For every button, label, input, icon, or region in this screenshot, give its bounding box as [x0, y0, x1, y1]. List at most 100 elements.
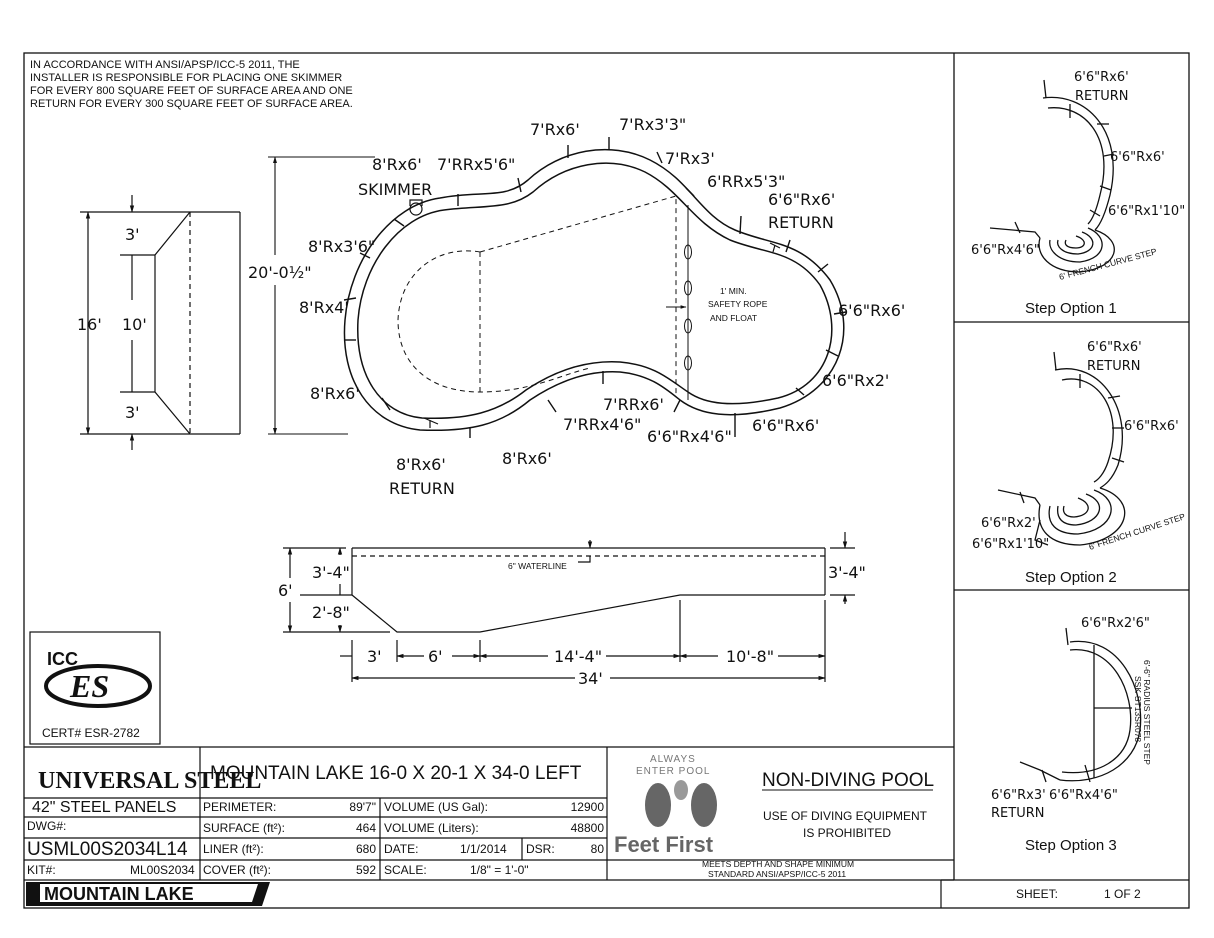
- panel-label: 7'RRx6': [603, 395, 664, 414]
- step3-label: RETURN: [991, 806, 1044, 821]
- end-depth-bottom: 3': [125, 403, 140, 422]
- panel-label: 7'Rx3'3": [619, 115, 686, 134]
- end-depth-total: 16': [77, 315, 102, 334]
- step1-label: RETURN: [1075, 89, 1128, 104]
- step1-label: 6'6"Rx6': [1074, 70, 1129, 85]
- return-fittings: [423, 242, 781, 428]
- step1-curve-label: 6' FRENCH CURVE STEP: [1058, 246, 1158, 282]
- panel-label: 8'Rx3'6": [308, 237, 375, 256]
- overall-width-dimension: [268, 156, 375, 435]
- length-dim: 14'-4": [554, 647, 602, 666]
- brand-logo: UNIVERSAL STEEL: [38, 768, 261, 794]
- cert-number: CERT# ESR-2782: [42, 726, 140, 740]
- standard-note: MEETS DEPTH AND SHAPE MINIMUM: [702, 859, 854, 869]
- sheet-border: [23, 52, 1190, 909]
- end-depth-middle: 10': [122, 315, 147, 334]
- deep-right-dim: 3'-4": [828, 563, 866, 582]
- surface-value: 464: [356, 821, 376, 835]
- panel-label: 8'Rx4': [299, 298, 349, 317]
- vol-l-value: 48800: [571, 821, 605, 835]
- step2-label: 6'6"Rx1'10": [972, 537, 1049, 552]
- end-view: [80, 195, 241, 450]
- sheet-label: SHEET:: [1016, 887, 1058, 901]
- non-diving-sub: IS PROHIBITED: [803, 826, 891, 840]
- panel-label: 6'6"Rx6': [838, 301, 905, 320]
- shallow-top-dim: 3'-4": [312, 563, 350, 582]
- note-line: INSTALLER IS RESPONSIBLE FOR PLACING ONE…: [30, 72, 342, 84]
- step-option-3: [1019, 627, 1142, 783]
- step-option-1: [989, 79, 1115, 273]
- step2-label: 6'6"Rx2': [981, 516, 1036, 531]
- dwg-label: DWG#:: [27, 819, 66, 833]
- safety-rope-floats: [684, 244, 692, 371]
- scale-label: SCALE:: [384, 863, 427, 877]
- panel-label: 8'Rx6': [372, 155, 422, 174]
- panel-spec: 42" STEEL PANELS: [32, 799, 176, 816]
- dsr-label: DSR:: [526, 842, 555, 856]
- panel-label: 7'RRx5'6": [437, 155, 515, 174]
- panel-label: RETURN: [768, 213, 834, 232]
- note-line: IN ACCORDANCE WITH ANSI/APSP/ICC-5 2011,…: [30, 59, 300, 71]
- note-line: RETURN FOR EVERY 300 SQUARE FEET OF SURF…: [30, 98, 353, 110]
- ff-top-text: ENTER POOL: [636, 766, 710, 777]
- length-dim: 3': [367, 647, 382, 666]
- pool-plan: [343, 148, 845, 432]
- standard-note: STANDARD ANSI/APSP/ICC-5 2011: [708, 869, 846, 879]
- perimeter-value: 89'7": [349, 800, 376, 814]
- panel-label: 7'Rx3': [665, 149, 715, 168]
- rope-note-line: AND FLOAT: [710, 313, 757, 323]
- skimmer-symbol: [409, 199, 423, 216]
- end-depth-top: 3': [125, 225, 140, 244]
- step3-label: 6'6"Rx3': [991, 788, 1046, 803]
- vol-gal-value: 12900: [571, 800, 605, 814]
- step1-label: 6'6"Rx1'10": [1108, 204, 1185, 219]
- step3-label: 6'6"Rx2'6": [1081, 616, 1150, 631]
- es-logo-text: ES: [69, 668, 109, 704]
- panel-label: SKIMMER: [358, 180, 432, 199]
- panel-label: RETURN: [389, 479, 455, 498]
- dsr-value: 80: [591, 842, 605, 856]
- depth-section: [283, 532, 855, 682]
- step3-caption: Step Option 3: [1025, 837, 1117, 854]
- non-diving-sub: USE OF DIVING EQUIPMENT: [763, 809, 928, 823]
- model-logo-banner: MOUNTAIN LAKE: [26, 882, 270, 906]
- panel-label: 8'Rx6': [396, 455, 446, 474]
- ff-main-text: Feet First: [614, 832, 714, 857]
- surface-label: SURFACE (ft²):: [203, 821, 285, 835]
- cover-value: 592: [356, 863, 376, 877]
- panel-label: 8'Rx6': [502, 449, 552, 468]
- scale-value: 1/8" = 1'-0": [470, 863, 529, 877]
- kit-number: ML00S2034: [130, 863, 195, 877]
- panel-label: 6'6"Rx6': [768, 190, 835, 209]
- step3-rotated-label: 6'-6" RADIUS STEEL STEP: [1142, 660, 1152, 765]
- length-dim: 10'-8": [726, 647, 774, 666]
- step3-rotated-label: SSK-ST13SR078: [1133, 676, 1143, 742]
- liner-label: LINER (ft²):: [203, 842, 264, 856]
- panel-label: 8'Rx6': [310, 384, 360, 403]
- ff-top-text: ALWAYS: [650, 754, 696, 765]
- cover-label: COVER (ft²):: [203, 863, 271, 877]
- step2-curve-label: 6' FRENCH CURVE STEP: [1088, 511, 1187, 552]
- step2-label: 6'6"Rx6': [1124, 419, 1179, 434]
- step1-label: 6'6"Rx6': [1110, 150, 1165, 165]
- perimeter-label: PERIMETER:: [203, 800, 276, 814]
- step-option-2: [997, 351, 1126, 546]
- waterline-label: 6" WATERLINE: [508, 561, 567, 571]
- kit-label: KIT#:: [27, 863, 56, 877]
- panel-label: 6'6"Rx6': [752, 416, 819, 435]
- rope-note-line: 1' MIN.: [720, 286, 747, 296]
- vol-l-label: VOLUME (Liters):: [384, 821, 479, 835]
- date-label: DATE:: [384, 842, 418, 856]
- step2-label: RETURN: [1087, 359, 1140, 374]
- panel-label: 7'Rx6': [530, 120, 580, 139]
- model-logo-text: MOUNTAIN LAKE: [44, 884, 194, 904]
- step1-label: 6'6"Rx4'6": [971, 243, 1040, 258]
- title-block-lines: [24, 746, 1189, 908]
- pool-title: MOUNTAIN LAKE 16-0 X 20-1 X 34-0 LEFT: [210, 763, 582, 784]
- wall-uprights: [343, 137, 847, 438]
- vol-gal-label: VOLUME (US Gal):: [384, 800, 488, 814]
- step3-label: 6'6"Rx4'6": [1049, 788, 1118, 803]
- feet-first-logo: ALWAYS ENTER POOL Feet First: [614, 754, 717, 857]
- length-dim: 6': [428, 647, 443, 666]
